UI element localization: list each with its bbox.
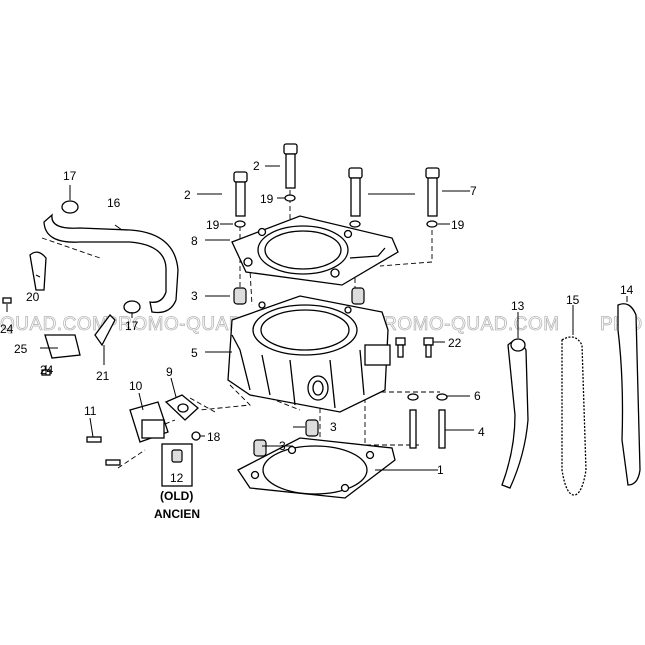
callout-3-lower: 3	[279, 439, 286, 453]
callout-3-upper: 3	[191, 289, 198, 303]
callout-15: 15	[566, 293, 580, 307]
callout-22: 22	[448, 336, 462, 350]
callout-9: 9	[166, 365, 173, 379]
callout-5: 5	[191, 346, 198, 360]
callout-19-right: 19	[451, 218, 465, 232]
callout-19-top: 19	[260, 192, 274, 206]
callout-2-top: 2	[253, 159, 260, 173]
callout-1: 1	[437, 463, 444, 477]
callout-16: 16	[107, 196, 121, 210]
callout-6: 6	[474, 389, 481, 403]
washers	[234, 194, 438, 228]
callout-21: 21	[96, 369, 110, 383]
callout-3-mid: 3	[330, 420, 337, 434]
old-part-note: (OLD) ANCIEN	[154, 489, 200, 521]
callout-12: 12	[170, 471, 184, 485]
small-bolts	[395, 337, 434, 358]
callout-17-bottom: 17	[125, 319, 139, 333]
callout-24-lower: 24	[40, 363, 54, 377]
callout-17-top: 17	[63, 169, 77, 183]
leader-lines	[6, 165, 628, 471]
callout-10: 10	[129, 379, 143, 393]
base-gasket	[237, 437, 396, 499]
callout-25: 25	[14, 342, 28, 356]
cam-chain-components	[501, 303, 641, 496]
callout-2-left: 2	[184, 188, 191, 202]
note-old: (OLD)	[160, 489, 193, 503]
watermark-seg-1: QUAD.COM	[0, 314, 109, 335]
watermark-seg-3: PROMO-QUAD.COM	[370, 314, 560, 335]
callout-24-upper: 24	[0, 322, 14, 336]
head-bolts	[233, 143, 440, 217]
callout-4: 4	[478, 425, 485, 439]
callout-13: 13	[511, 299, 525, 313]
cylinder	[227, 295, 391, 413]
callout-18: 18	[207, 430, 221, 444]
coolant-hose-assembly	[2, 200, 179, 376]
callout-11: 11	[84, 404, 97, 418]
dowel-pins	[233, 287, 365, 457]
head-gasket	[231, 215, 399, 286]
callout-8: 8	[191, 234, 198, 248]
studs	[407, 393, 448, 449]
callout-20: 20	[26, 290, 40, 304]
callout-14: 14	[620, 283, 634, 297]
callout-19-left: 19	[206, 218, 220, 232]
callout-7: 7	[470, 184, 477, 198]
callouts: 1 2 2 3 3 3 4 5 6 7 8 9 10 11 12 13 14 1…	[0, 159, 634, 485]
note-ancien: ANCIEN	[154, 507, 200, 521]
tensioner-assembly	[86, 394, 201, 487]
